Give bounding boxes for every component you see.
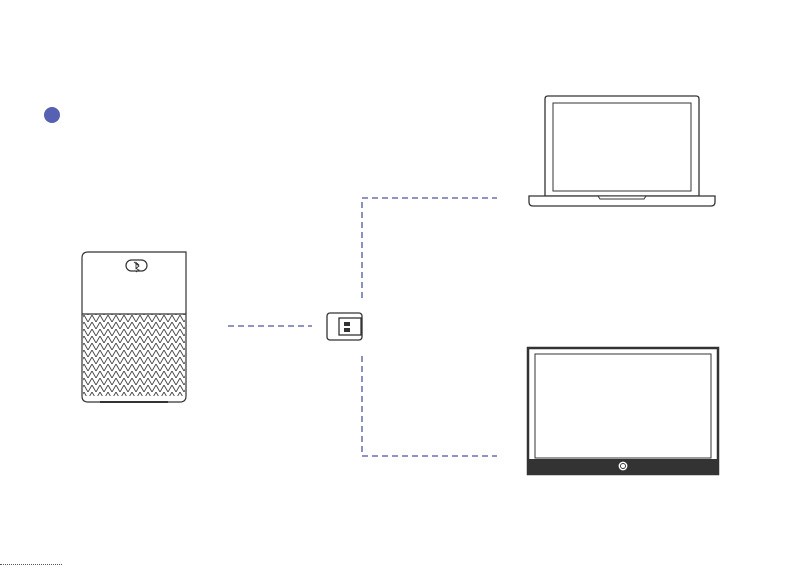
step-marker bbox=[44, 107, 60, 123]
monitor-power-icon bbox=[618, 461, 628, 471]
laptop-icon bbox=[529, 96, 715, 206]
link-dongle-to-monitor bbox=[362, 356, 497, 456]
speakerphone-icon bbox=[82, 252, 186, 402]
link-dongle-to-laptop bbox=[362, 198, 497, 298]
usb-dongle-icon bbox=[327, 313, 362, 340]
footer-rule bbox=[0, 564, 62, 565]
monitor-icon bbox=[528, 348, 718, 474]
bluetooth-icon bbox=[126, 260, 147, 272]
